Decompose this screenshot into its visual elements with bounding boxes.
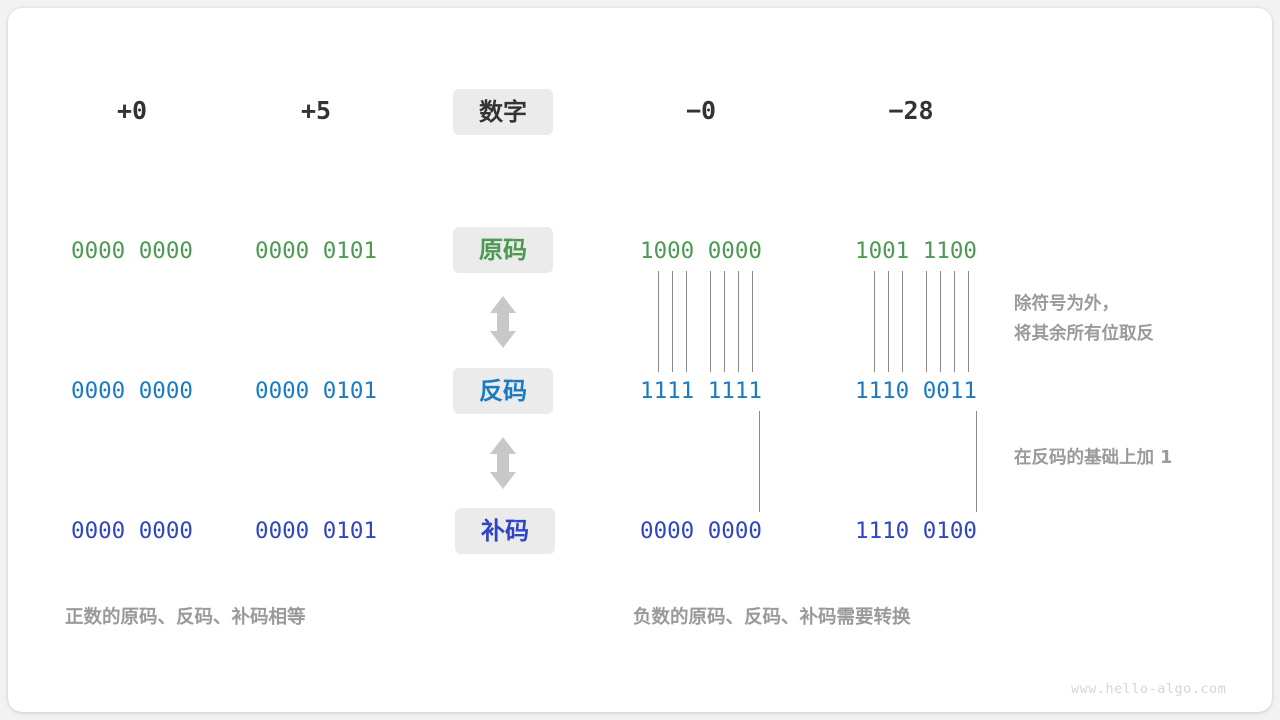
connector-line-minus-twentyeight-bit2 [888, 271, 889, 372]
arrow-sign-to-ones-icon [486, 294, 520, 354]
cell-ones-complement-minus-zero: 1111 1111 [640, 378, 762, 404]
diagram-card: +0 +5 数字 −0 −28 0000 0000 0000 0101 原码 1… [8, 8, 1272, 712]
connector-line-minus-twentyeight-bit4 [926, 271, 927, 372]
connector-line-minus-zero-bit6 [738, 271, 739, 372]
column-header-plus-zero: +0 [116, 96, 148, 125]
connector-line-minus-zero-bit3 [686, 271, 687, 372]
row-label-sign-magnitude: 原码 [453, 227, 553, 273]
cell-twos-complement-minus-zero: 0000 0000 [640, 518, 762, 544]
cell-ones-complement-plus-five: 0000 0101 [255, 378, 377, 404]
column-header-minus-twentyeight: −28 [888, 96, 934, 125]
cell-ones-complement-minus-twentyeight: 1110 0011 [855, 378, 977, 404]
connector-line-addone-minus-zero [759, 411, 760, 512]
annotation-add-one: 在反码的基础上加 1 [1014, 448, 1173, 468]
cell-twos-complement-plus-five: 0000 0101 [255, 518, 377, 544]
caption-negative: 负数的原码、反码、补码需要转换 [633, 607, 911, 628]
connector-line-minus-zero-bit2 [672, 271, 673, 372]
column-header-plus-five: +5 [300, 96, 332, 125]
connector-line-minus-zero-bit1 [658, 271, 659, 372]
cell-twos-complement-minus-twentyeight: 1110 0100 [855, 518, 977, 544]
connector-line-minus-zero-bit4 [710, 271, 711, 372]
connector-line-minus-twentyeight-bit3 [902, 271, 903, 372]
watermark: www.hello-algo.com [1071, 681, 1227, 697]
connector-line-minus-zero-bit7 [752, 271, 753, 372]
connector-line-minus-twentyeight-bit7 [968, 271, 969, 372]
connector-line-minus-zero-bit5 [724, 271, 725, 372]
cell-sign-magnitude-minus-twentyeight: 1001 1100 [855, 238, 977, 264]
connector-line-minus-twentyeight-bit6 [954, 271, 955, 372]
annotation-invert-bits: 除符号为外， 将其余所有位取反 [1014, 294, 1154, 344]
connector-line-minus-twentyeight-bit1 [874, 271, 875, 372]
connector-line-addone-minus-twentyeight [976, 411, 977, 512]
cell-ones-complement-plus-zero: 0000 0000 [71, 378, 193, 404]
cell-sign-magnitude-plus-five: 0000 0101 [255, 238, 377, 264]
caption-positive: 正数的原码、反码、补码相等 [65, 607, 306, 628]
connector-line-minus-twentyeight-bit5 [940, 271, 941, 372]
row-label-twos-complement: 补码 [455, 508, 555, 554]
row-label-number: 数字 [453, 89, 553, 135]
cell-sign-magnitude-minus-zero: 1000 0000 [640, 238, 762, 264]
cell-twos-complement-plus-zero: 0000 0000 [71, 518, 193, 544]
row-label-ones-complement: 反码 [453, 368, 553, 414]
cell-sign-magnitude-plus-zero: 0000 0000 [71, 238, 193, 264]
arrow-ones-to-twos-icon [486, 435, 520, 495]
column-header-minus-zero: −0 [685, 96, 717, 125]
